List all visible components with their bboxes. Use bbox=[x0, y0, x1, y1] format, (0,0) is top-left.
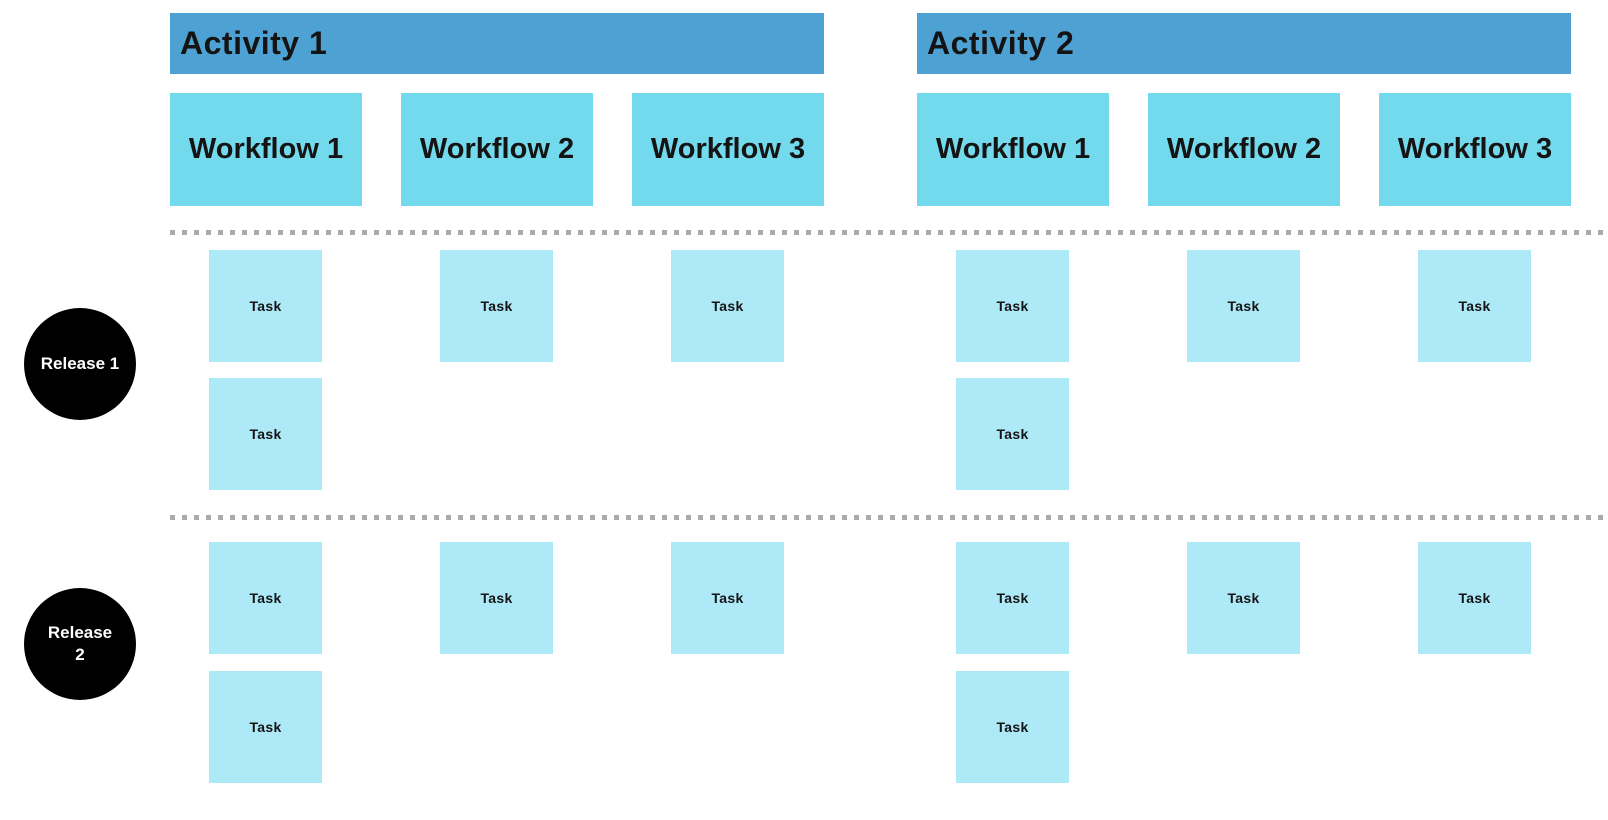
task-label: Task bbox=[996, 719, 1029, 735]
task-card[interactable]: Task bbox=[956, 378, 1069, 490]
task-label: Task bbox=[711, 298, 744, 314]
task-label: Task bbox=[1227, 298, 1260, 314]
release-1-circle[interactable]: Release 1 bbox=[24, 308, 136, 420]
workflow-label: Workflow 1 bbox=[935, 133, 1091, 165]
task-label: Task bbox=[1458, 298, 1491, 314]
task-card[interactable]: Task bbox=[956, 671, 1069, 783]
task-label: Task bbox=[249, 590, 282, 606]
release-1-separator-line bbox=[170, 230, 1608, 235]
activity-1-workflow-1-card[interactable]: Workflow 1 bbox=[170, 93, 362, 206]
task-label: Task bbox=[249, 719, 282, 735]
task-label: Task bbox=[996, 426, 1029, 442]
workflow-label: Workflow 2 bbox=[419, 133, 575, 165]
task-card[interactable]: Task bbox=[956, 542, 1069, 654]
task-card[interactable]: Task bbox=[209, 671, 322, 783]
task-label: Task bbox=[480, 298, 513, 314]
release-2-label: Release 2 bbox=[47, 622, 113, 664]
task-label: Task bbox=[996, 590, 1029, 606]
activity-1-label: Activity 1 bbox=[180, 25, 328, 61]
activity-2-label: Activity 2 bbox=[927, 25, 1075, 61]
task-card[interactable]: Task bbox=[1187, 250, 1300, 362]
task-label: Task bbox=[1458, 590, 1491, 606]
activity-2-workflow-1-card[interactable]: Workflow 1 bbox=[917, 93, 1109, 206]
activity-2-workflow-2-card[interactable]: Workflow 2 bbox=[1148, 93, 1340, 206]
activity-1-workflow-3-card[interactable]: Workflow 3 bbox=[632, 93, 824, 206]
task-card[interactable]: Task bbox=[1418, 250, 1531, 362]
activity-2-workflow-3-card[interactable]: Workflow 3 bbox=[1379, 93, 1571, 206]
activity-2-bar[interactable]: Activity 2 bbox=[917, 13, 1571, 74]
task-card[interactable]: Task bbox=[209, 378, 322, 490]
task-card[interactable]: Task bbox=[1187, 542, 1300, 654]
task-card[interactable]: Task bbox=[209, 250, 322, 362]
task-card[interactable]: Task bbox=[440, 542, 553, 654]
task-card[interactable]: Task bbox=[209, 542, 322, 654]
task-card[interactable]: Task bbox=[956, 250, 1069, 362]
workflow-label: Workflow 3 bbox=[650, 133, 806, 165]
task-label: Task bbox=[996, 298, 1029, 314]
task-label: Task bbox=[249, 426, 282, 442]
task-label: Task bbox=[1227, 590, 1260, 606]
activity-1-workflow-2-card[interactable]: Workflow 2 bbox=[401, 93, 593, 206]
workflow-label: Workflow 3 bbox=[1397, 133, 1553, 165]
task-label: Task bbox=[249, 298, 282, 314]
workflow-label: Workflow 2 bbox=[1166, 133, 1322, 165]
task-label: Task bbox=[711, 590, 744, 606]
task-card[interactable]: Task bbox=[1418, 542, 1531, 654]
activity-1-bar[interactable]: Activity 1 bbox=[170, 13, 824, 74]
task-card[interactable]: Task bbox=[671, 542, 784, 654]
release-2-separator-line bbox=[170, 515, 1608, 520]
task-card[interactable]: Task bbox=[440, 250, 553, 362]
task-card[interactable]: Task bbox=[671, 250, 784, 362]
release-2-circle[interactable]: Release 2 bbox=[24, 588, 136, 700]
workflow-label: Workflow 1 bbox=[188, 133, 344, 165]
release-1-label: Release 1 bbox=[40, 353, 120, 373]
task-label: Task bbox=[480, 590, 513, 606]
